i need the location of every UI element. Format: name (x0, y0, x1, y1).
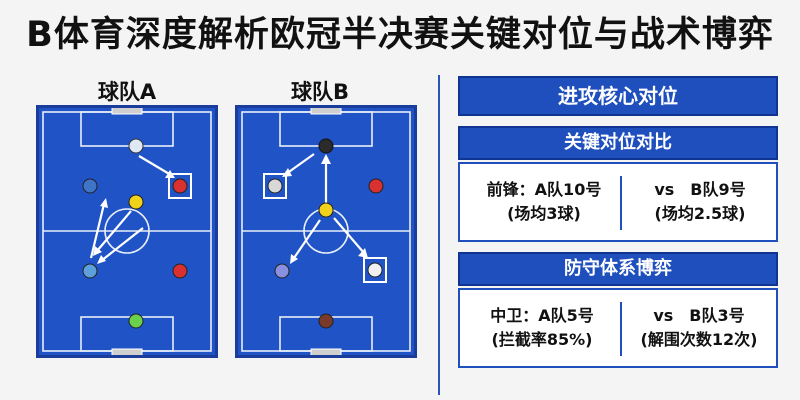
page-title: B体育深度解析欧冠半决赛关键对位与战术博弈 (26, 15, 774, 55)
pass-arrows-b (285, 153, 365, 259)
goal-top-b (310, 108, 342, 115)
section2-box: 中卫：A队5号 (拦截率85%) vs B队3号 (解围次数12次) (458, 288, 778, 368)
main-header: 进攻核心对位 (458, 76, 778, 116)
pitch-team-b (235, 105, 417, 358)
section1-right-line1: vs B队9号 (654, 180, 746, 199)
goal-bottom-b (310, 348, 342, 355)
team-a-label: 球队A (97, 80, 157, 104)
goal-bottom (111, 348, 143, 355)
section1-box: 前锋：A队10号 (场均3球) vs B队9号 (场均2.5球) (458, 162, 778, 242)
section1-left-line1: 前锋：A队10号 (486, 180, 602, 199)
team-b-label: 球队B (290, 80, 349, 104)
arrow-heads (93, 170, 175, 264)
section2-divider (620, 302, 622, 356)
pass-arrows (89, 155, 172, 262)
section2-left-line2: (拦截率85%) (491, 330, 593, 349)
section2-header: 防守体系博弈 (458, 252, 778, 286)
players-a (82, 138, 188, 329)
highlight-box-a (168, 173, 192, 199)
pitch-team-a (36, 105, 218, 358)
pitch-a-drawing (42, 108, 212, 355)
section2-left-line1: 中卫：A队5号 (490, 306, 594, 325)
vertical-separator (438, 75, 440, 395)
section1-left-line2: (场均3球) (507, 204, 581, 223)
section1-divider (620, 176, 622, 230)
pitch-b-drawing (241, 108, 411, 355)
highlight-box-b1 (263, 173, 287, 199)
players-b (267, 138, 384, 329)
highlight-box-b2 (363, 257, 387, 283)
section2-right-line1: vs B队3号 (653, 306, 745, 325)
goal-top (111, 108, 143, 115)
section2-right-line2: (解围次数12次) (640, 330, 758, 349)
section1-right-line2: (场均2.5球) (654, 204, 746, 223)
section1-header: 关键对位对比 (458, 126, 778, 160)
